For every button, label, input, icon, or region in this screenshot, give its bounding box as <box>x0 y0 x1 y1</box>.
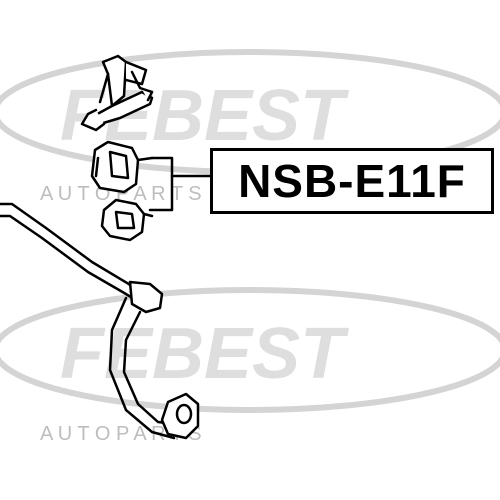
watermark-brand-bottom: FEBEST <box>60 314 350 394</box>
bracket-icon <box>80 54 154 132</box>
stabilizer-bar-icon <box>0 202 200 440</box>
watermark-ellipse-bottom <box>0 287 500 413</box>
part-number-label: NSB-E11F <box>210 148 494 214</box>
callout-lines <box>148 156 214 212</box>
watermark-subtitle-top: A U T O P A R T S <box>40 183 202 205</box>
watermark-subtitle-bottom: A U T O P A R T S <box>40 423 202 445</box>
bushing-icon <box>100 198 154 242</box>
bushing-icon <box>90 140 154 194</box>
